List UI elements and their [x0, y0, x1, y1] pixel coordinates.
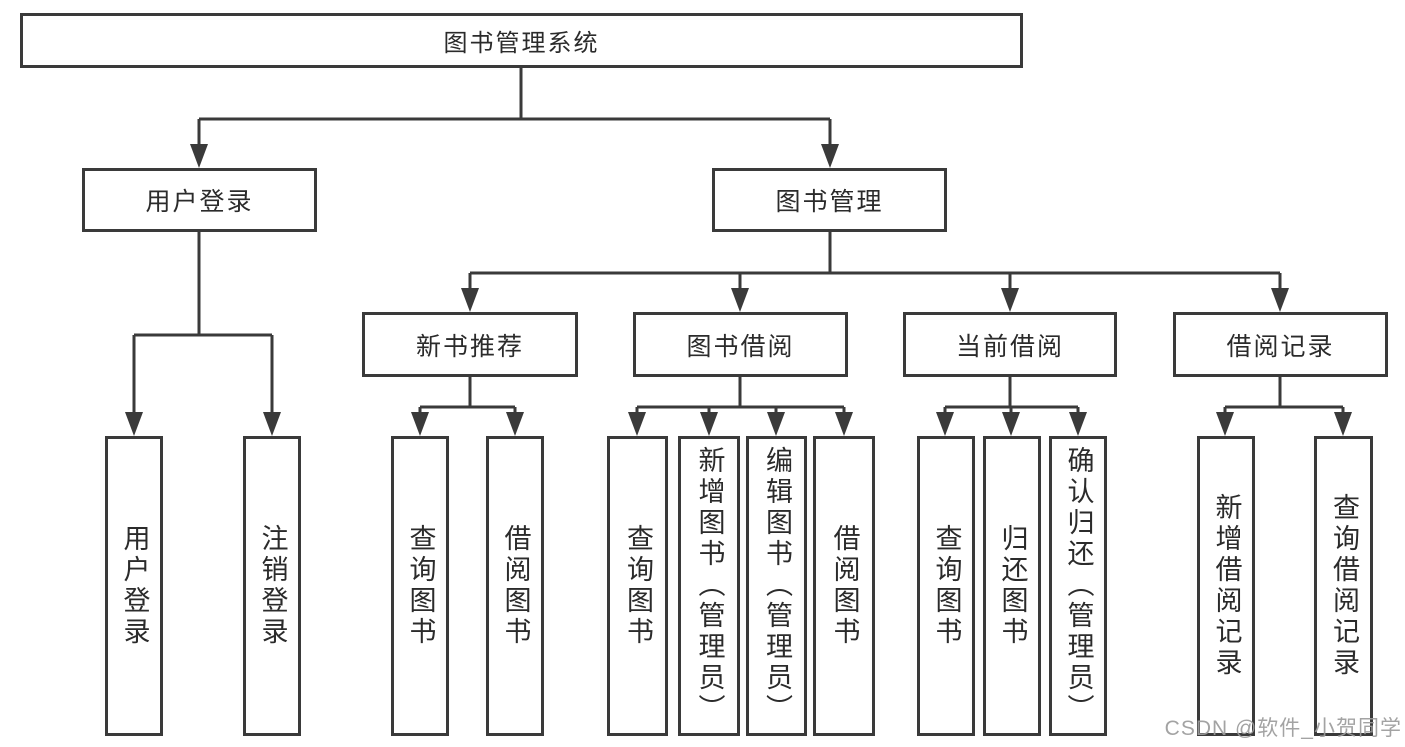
node-book-borrowing: 图书借阅: [633, 312, 848, 377]
leaf-user-login: 用户登录: [105, 436, 163, 736]
csdn-watermark: CSDN @软件_小贺同学: [1164, 717, 1402, 740]
node-book-management-module: 图书管理: [712, 168, 947, 232]
leaf-confirm-return-admin: 确认归还（管理员）: [1049, 436, 1107, 736]
node-label: 当前借阅: [955, 332, 1064, 361]
arrow-down-icon: [1002, 412, 1020, 436]
node-user-login-module: 用户登录: [82, 168, 317, 232]
arrow-down-icon: [411, 412, 429, 436]
leaf-query-books: 查询图书: [391, 436, 449, 736]
node-label: 图书管理系统: [443, 30, 600, 57]
leaf-label: 新增图书（管理员）: [694, 446, 725, 725]
arrow-down-icon: [700, 412, 718, 436]
node-label: 新书推荐: [415, 332, 524, 361]
node-root-library-system: 图书管理系统: [20, 13, 1023, 68]
node-label: 图书管理: [775, 188, 884, 216]
arrow-down-icon: [190, 144, 208, 168]
leaf-query-books: 查询图书: [917, 436, 975, 736]
arrow-down-icon: [767, 412, 785, 436]
leaf-label: 确认归还（管理员）: [1063, 446, 1094, 725]
arrow-down-icon: [1001, 288, 1019, 312]
leaf-label: 查询图书: [623, 524, 653, 648]
leaf-label: 编辑图书（管理员）: [762, 446, 792, 725]
arrow-down-icon: [263, 412, 281, 436]
leaf-label: 查询借阅记录: [1329, 493, 1359, 679]
arrow-down-icon: [821, 144, 839, 168]
leaf-add-books-admin: 新增图书（管理员）: [678, 436, 740, 736]
leaf-logout: 注销登录: [243, 436, 301, 736]
leaf-query-borrow-record: 查询借阅记录: [1314, 436, 1373, 736]
leaf-label: 借阅图书: [829, 524, 860, 648]
leaf-label: 用户登录: [119, 524, 150, 648]
leaf-label: 注销登录: [257, 524, 288, 648]
leaf-query-books: 查询图书: [607, 436, 668, 736]
arrow-down-icon: [628, 412, 646, 436]
arrow-down-icon: [936, 412, 954, 436]
leaf-return-books: 归还图书: [983, 436, 1041, 736]
arrow-down-icon: [731, 288, 749, 312]
arrow-down-icon: [835, 412, 853, 436]
leaf-borrow-books: 借阅图书: [486, 436, 544, 736]
leaf-label: 新增借阅记录: [1211, 493, 1242, 679]
arrow-down-icon: [1216, 412, 1234, 436]
node-label: 用户登录: [145, 188, 254, 216]
arrow-down-icons: [125, 144, 1352, 436]
leaf-add-borrow-record: 新增借阅记录: [1197, 436, 1255, 736]
arrow-down-icon: [506, 412, 524, 436]
leaf-borrow-books: 借阅图书: [813, 436, 875, 736]
arrow-down-icon: [1271, 288, 1289, 312]
leaf-label: 查询图书: [931, 524, 962, 648]
node-borrow-records: 借阅记录: [1173, 312, 1388, 377]
leaf-label: 归还图书: [997, 524, 1028, 648]
arrow-down-icon: [461, 288, 479, 312]
node-new-book-recommend: 新书推荐: [362, 312, 578, 377]
leaf-edit-books-admin: 编辑图书（管理员）: [746, 436, 807, 736]
node-current-borrowing: 当前借阅: [903, 312, 1117, 377]
arrow-down-icon: [125, 412, 143, 436]
leaf-label: 借阅图书: [500, 524, 531, 648]
node-label: 图书借阅: [686, 332, 795, 361]
arrow-down-icon: [1069, 412, 1087, 436]
arrow-down-icon: [1334, 412, 1352, 436]
node-label: 借阅记录: [1226, 332, 1335, 361]
leaf-label: 查询图书: [405, 524, 436, 648]
